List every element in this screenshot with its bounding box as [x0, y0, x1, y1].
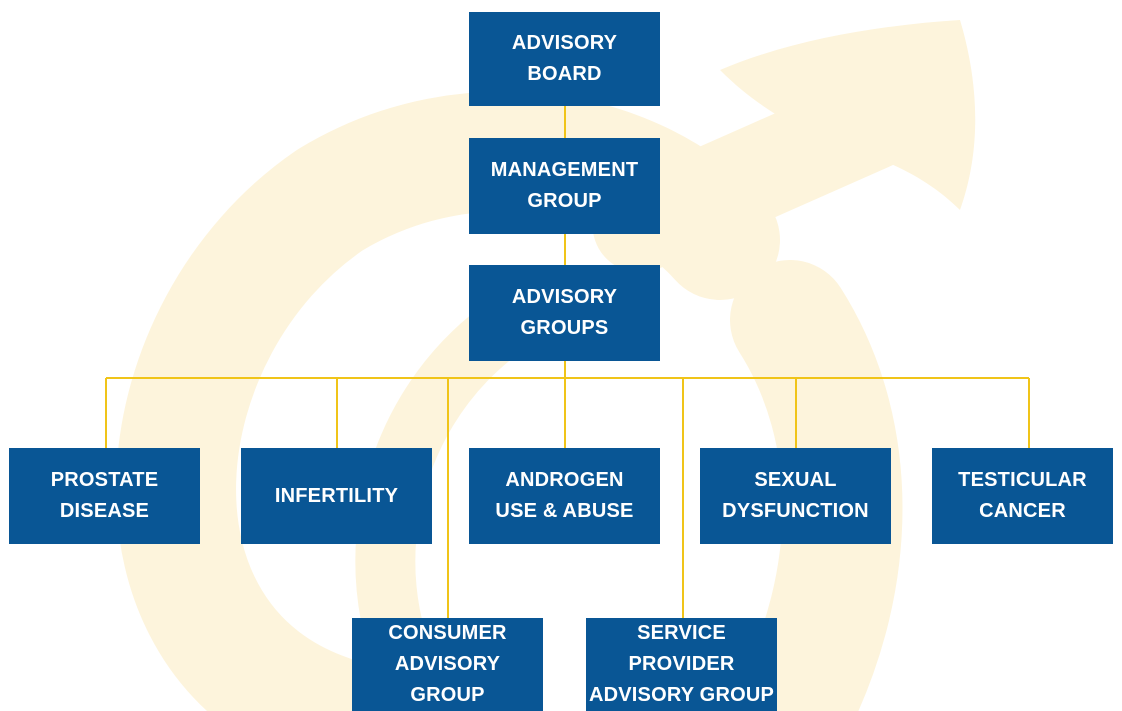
advisory-board-label: ADVISORY BOARD	[511, 32, 618, 85]
service-provider-advisory-group-node: SERVICE PROVIDER ADVISORY GROUP	[586, 618, 777, 711]
service-provider-advisory-group-label: SERVICE PROVIDER ADVISORY GROUP	[588, 622, 775, 706]
advisory-groups-node: ADVISORY GROUPS	[469, 265, 660, 361]
advisory-groups-label: ADVISORY GROUPS	[511, 286, 618, 339]
sexual-dysfunction-node: SEXUAL DYSFUNCTION	[700, 448, 891, 544]
prostate-disease-label: PROSTATE DISEASE	[50, 469, 159, 522]
sexual-dysfunction-label: SEXUAL DYSFUNCTION	[722, 469, 869, 522]
prostate-disease-node: PROSTATE DISEASE	[9, 448, 200, 544]
management-group-node: MANAGEMENT GROUP	[469, 138, 660, 234]
infertility-label: INFERTILITY	[274, 484, 399, 507]
infertility-node: INFERTILITY	[241, 448, 432, 544]
testicular-cancer-label: TESTICULAR CANCER	[958, 469, 1087, 522]
androgen-use-abuse-label: ANDROGEN USE & ABUSE	[495, 469, 634, 522]
consumer-advisory-group-node: CONSUMER ADVISORY GROUP	[352, 618, 543, 711]
consumer-advisory-group-label: CONSUMER ADVISORY GROUP	[388, 622, 507, 706]
advisory-board-node: ADVISORY BOARD	[469, 12, 660, 106]
testicular-cancer-node: TESTICULAR CANCER	[932, 448, 1113, 544]
androgen-use-abuse-node: ANDROGEN USE & ABUSE	[469, 448, 660, 544]
management-group-label: MANAGEMENT GROUP	[490, 159, 639, 212]
